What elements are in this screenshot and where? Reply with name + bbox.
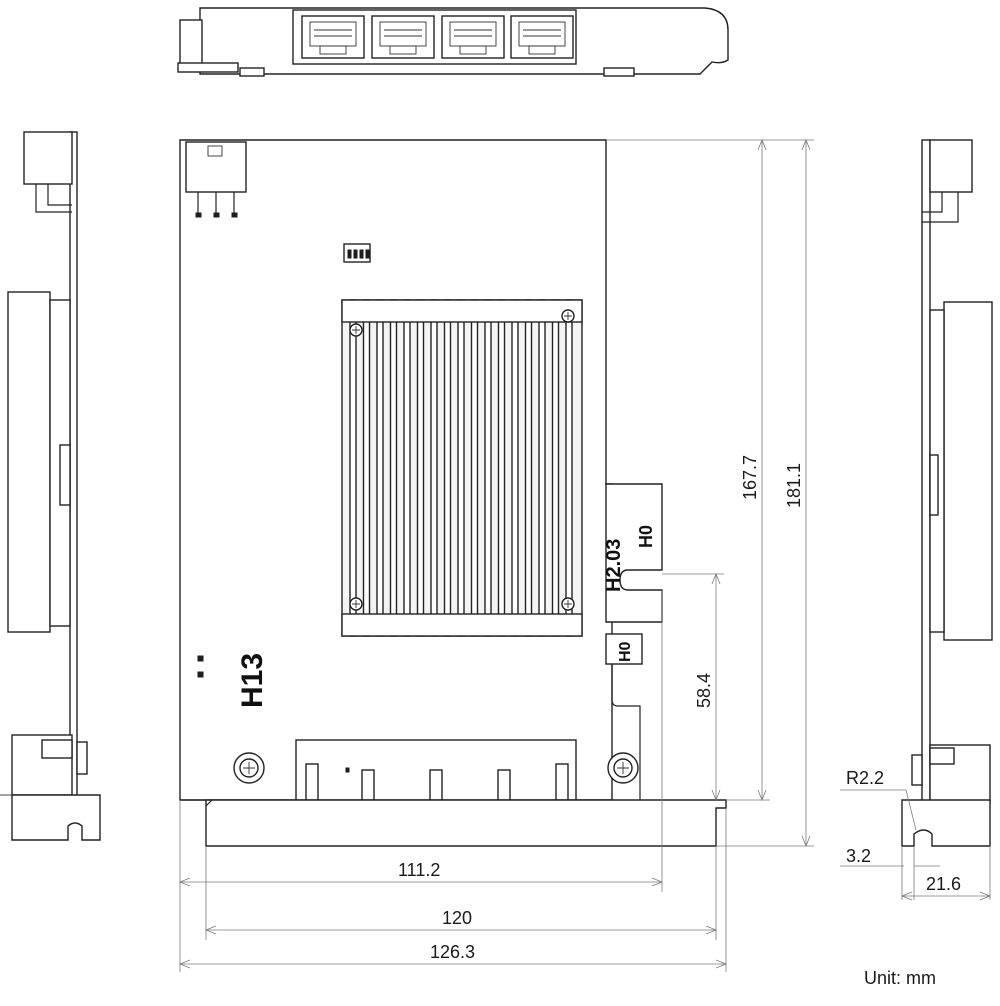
board-marking-h0-a: H0 <box>636 525 656 548</box>
front-bracket-plate <box>205 799 727 847</box>
heatsink-fin <box>470 299 479 637</box>
left-heatsink <box>7 291 51 633</box>
dim-radius: R2.2 <box>846 768 884 788</box>
heatsink-fin <box>376 299 384 637</box>
right-component <box>929 454 939 516</box>
right-power-connector <box>929 139 973 193</box>
edge-connector-lower <box>611 664 641 800</box>
dim-height-board: 167.7 <box>740 455 760 500</box>
led-2 <box>197 671 204 678</box>
heatsink-fin <box>565 299 573 637</box>
left-component <box>59 444 71 506</box>
dim-width-mid: 120 <box>442 908 472 928</box>
left-connector-pin-2 <box>35 184 72 213</box>
heatsink-fin <box>443 299 452 637</box>
led-1 <box>197 655 204 662</box>
mount-screw-right <box>607 752 639 784</box>
power-header-latch <box>207 145 223 157</box>
dim-height-bracket: 181.1 <box>784 463 804 508</box>
dim-width-board: 111.2 <box>398 860 440 880</box>
right-pcb-edge <box>921 139 931 805</box>
power-header <box>185 141 247 193</box>
heatsink-fin <box>430 299 438 637</box>
left-port-latch <box>76 741 88 775</box>
right-side-view <box>901 139 993 847</box>
heatsink-fin <box>551 299 560 637</box>
heatsink-fin <box>416 299 425 637</box>
mount-screw-left <box>233 752 265 784</box>
heatsink-fin <box>524 299 533 637</box>
left-connector-pin <box>47 184 72 206</box>
top-screw-left <box>239 67 265 77</box>
right-port-detail <box>929 747 955 765</box>
left-bracket-foot <box>11 794 101 841</box>
left-side-view <box>0 131 101 841</box>
fan-header <box>343 243 371 263</box>
heatsink-fin <box>389 299 398 637</box>
edge-connector-upper <box>605 483 663 623</box>
right-connector-pin-2 <box>922 192 959 223</box>
heatsink-fin <box>349 299 357 637</box>
front-view: H13 H2.03 H0 H0 <box>179 139 727 847</box>
edge-connector-key <box>605 633 643 665</box>
heatsink-fin <box>403 299 411 637</box>
rj45-port-3 <box>441 15 505 59</box>
right-bracket-foot <box>901 799 991 847</box>
heatsink-fin <box>511 299 519 637</box>
heatsink-fin <box>457 299 465 637</box>
heatsink <box>341 299 583 637</box>
rj45-front-block <box>295 739 577 801</box>
right-connector-pin <box>922 192 943 213</box>
dim-depth: 21.6 <box>926 874 961 894</box>
dim-slot: 3.2 <box>846 846 871 866</box>
right-heatsink <box>943 301 993 641</box>
board-marking-h203: H2.03 <box>603 539 625 592</box>
left-pcb-edge <box>69 131 78 801</box>
board-marking-h13: H13 <box>236 653 269 708</box>
heatsink-fin <box>362 299 371 637</box>
top-view <box>177 7 729 77</box>
top-screw-right <box>603 67 635 77</box>
dim-connector-height: 58.4 <box>694 673 714 708</box>
rj45-port-4 <box>510 15 574 59</box>
unit-label: Unit: mm <box>864 968 936 988</box>
heatsink-fin <box>497 299 506 637</box>
left-port-detail <box>41 739 73 759</box>
dim-width-total: 126.3 <box>430 942 475 962</box>
left-power-connector <box>23 131 73 185</box>
dimension-lines <box>178 138 992 972</box>
rj45-port-2 <box>371 15 435 59</box>
top-bracket-foot-left <box>177 62 239 73</box>
heatsink-fin <box>538 299 546 637</box>
heatsink-fin <box>484 299 492 637</box>
board-marking-h0-b: H0 <box>617 641 634 662</box>
rj45-port-1 <box>301 15 365 59</box>
right-port-latch <box>911 754 923 786</box>
